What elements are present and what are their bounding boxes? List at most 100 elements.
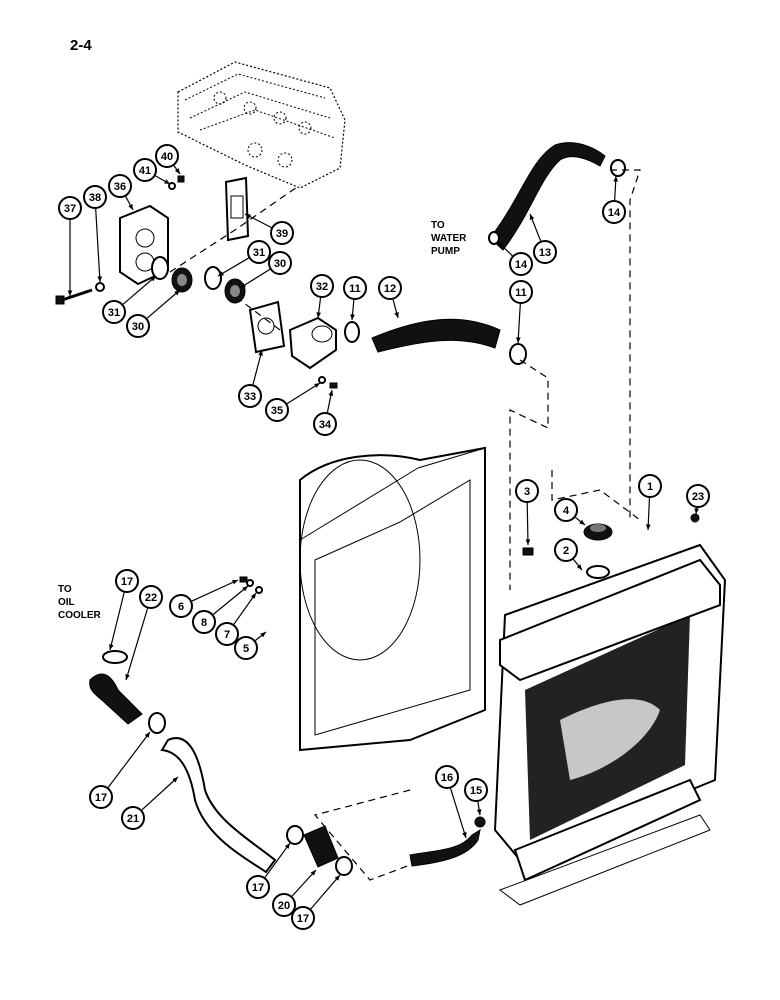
callout-12: 12 — [378, 276, 402, 319]
callout-circle — [126, 314, 150, 338]
callout-3: 3 — [515, 479, 539, 546]
callout-arrowhead — [144, 732, 150, 738]
page-number: 2-4 — [70, 37, 92, 54]
hose-clamp-17b — [148, 712, 166, 734]
callout-number: 15 — [470, 785, 482, 797]
callout-leader — [125, 608, 149, 681]
callout-17: 17 — [291, 874, 341, 930]
callout-circle — [215, 622, 239, 646]
callout-arrowhead — [525, 539, 531, 545]
callout-circle — [247, 240, 271, 264]
screw-40 — [177, 175, 185, 183]
callout-38: 38 — [83, 185, 107, 283]
callout-circle — [343, 276, 367, 300]
callout-30: 30 — [239, 251, 292, 289]
callout-number: 30 — [274, 258, 286, 270]
callout-31: 31 — [217, 240, 271, 277]
callout-arrowhead — [125, 674, 130, 680]
callout-14: 14 — [602, 175, 626, 224]
plug-23 — [690, 513, 700, 523]
callout-number: 5 — [243, 643, 249, 655]
callout-circle — [378, 276, 402, 300]
washer-38 — [95, 282, 105, 292]
radiator-1 — [493, 543, 727, 906]
drain-cock-15 — [474, 816, 486, 828]
callout-arrowhead — [576, 564, 582, 570]
callout-arrowhead — [498, 242, 504, 248]
gasket-39 — [224, 176, 250, 242]
callout-number: 17 — [95, 792, 107, 804]
callout-leader — [141, 776, 179, 811]
callout-circle — [238, 384, 262, 408]
callout-1: 1 — [638, 474, 662, 531]
bolt-6 — [239, 576, 248, 583]
callout-number: 21 — [127, 813, 139, 825]
callout-arrowhead — [260, 632, 266, 638]
callout-33: 33 — [238, 349, 263, 408]
callout-number: 37 — [64, 203, 76, 215]
callout-16: 16 — [435, 765, 467, 839]
callout-arrowhead — [310, 870, 316, 876]
callout-leader — [122, 275, 157, 305]
callout-17: 17 — [109, 569, 139, 651]
callout-arrowhead — [109, 644, 114, 650]
callout-number: 23 — [692, 491, 704, 503]
callout-circle — [133, 158, 157, 182]
callout-6: 6 — [169, 579, 239, 618]
fan-shroud-5 — [299, 446, 486, 752]
callout-17: 17 — [89, 731, 151, 809]
callout-number: 36 — [114, 181, 126, 193]
callout-number: 11 — [515, 287, 527, 299]
callout-circle — [435, 765, 459, 789]
filler-neck-2 — [586, 565, 610, 579]
fitting-3 — [522, 547, 534, 556]
callout-30: 30 — [126, 289, 181, 338]
callout-leader — [217, 257, 249, 277]
callout-leader — [252, 349, 263, 385]
callout-circle — [169, 594, 193, 618]
callout-arrowhead — [476, 809, 482, 815]
hose-clamp-17a — [102, 650, 128, 664]
callout-arrowhead — [97, 276, 103, 282]
callout-17: 17 — [246, 842, 291, 899]
svg-text:OIL: OIL — [58, 597, 75, 608]
callout-arrowhead — [150, 276, 156, 282]
callout-number: 20 — [278, 900, 290, 912]
callout-circle — [121, 806, 145, 830]
callout-arrowhead — [174, 290, 180, 296]
oil-cooler-hose-22 — [89, 673, 143, 725]
callout-number: 6 — [178, 601, 184, 613]
svg-text:TO: TO — [431, 220, 445, 231]
callout-34: 34 — [313, 389, 337, 436]
callout-circle — [58, 196, 82, 220]
callout-circle — [509, 252, 533, 276]
callout-circle — [108, 174, 132, 198]
callout-number: 8 — [201, 617, 207, 629]
callout-8: 8 — [192, 585, 249, 634]
hose-connector-20 — [303, 825, 339, 868]
callout-5: 5 — [234, 631, 267, 660]
callout-number: 32 — [316, 281, 328, 293]
callout-circle — [102, 300, 126, 324]
callout-35: 35 — [265, 382, 321, 422]
callout-39: 39 — [244, 213, 294, 245]
callout-arrowhead — [613, 176, 619, 182]
callout-arrowhead — [284, 843, 290, 849]
thermostat-30a — [171, 267, 193, 293]
callout-number: 3 — [524, 486, 530, 498]
callout-number: 38 — [89, 192, 101, 204]
callout-number: 11 — [349, 283, 361, 295]
callout-circle — [554, 538, 578, 562]
callout-number: 1 — [647, 481, 653, 493]
callout-circle — [313, 412, 337, 436]
callout-number: 14 — [515, 259, 528, 271]
callout-circle — [115, 569, 139, 593]
callout-36: 36 — [108, 174, 134, 211]
radiator-cap-4 — [583, 523, 613, 541]
bolt-34 — [329, 382, 338, 389]
callout-arrowhead — [314, 383, 320, 388]
lower-hose-21 — [160, 737, 277, 874]
callout-leader — [95, 208, 101, 283]
